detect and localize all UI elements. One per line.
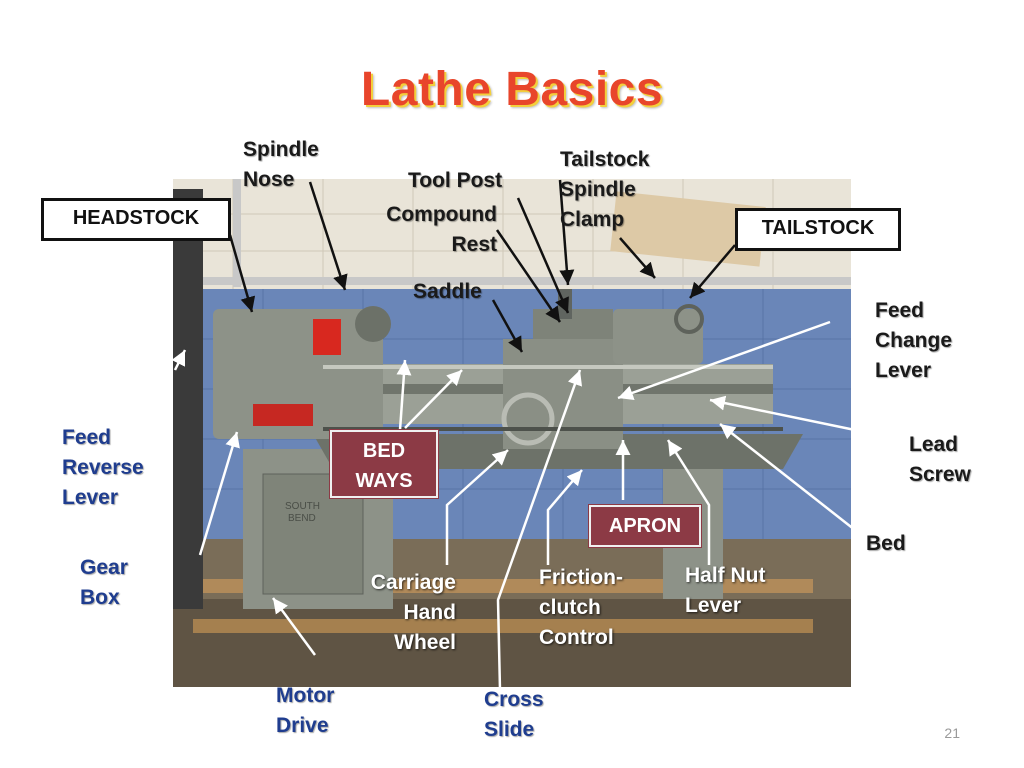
label-cross-line2: Slide bbox=[484, 718, 535, 741]
arrow-gear-box bbox=[198, 431, 240, 556]
label-tsc-line3: Clamp bbox=[560, 208, 625, 231]
label-fcl-line1: Feed bbox=[875, 299, 925, 322]
page-number: 21 bbox=[944, 725, 960, 741]
label-saddle: Saddle bbox=[413, 280, 482, 303]
label-tailstock-spindle-clamp: Tailstock Spindle Clamp bbox=[560, 145, 649, 235]
bed-ways-line1: BED bbox=[362, 440, 406, 462]
arrow-tailstock-clamp bbox=[619, 237, 656, 279]
label-bed: Bed bbox=[866, 532, 906, 555]
label-tsc-line1: Tailstock bbox=[560, 148, 650, 171]
label-motor-line1: Motor bbox=[276, 684, 335, 707]
arrow-bed-ways-1 bbox=[396, 359, 412, 431]
plate-text-2: BEND bbox=[288, 513, 316, 524]
label-hnl-line2: Lever bbox=[685, 594, 742, 617]
label-lead-screw: Lead Screw bbox=[909, 430, 971, 490]
label-cross-line1: Cross bbox=[484, 688, 544, 711]
label-spindle-nose: Spindle Nose bbox=[243, 135, 319, 195]
arrow-cross-slide bbox=[496, 369, 583, 691]
label-carriage-hand-wheel: Carriage Hand Wheel bbox=[352, 568, 456, 658]
label-fcl-line3: Lever bbox=[875, 359, 932, 382]
label-tsc-line2: Spindle bbox=[560, 178, 636, 201]
label-frl-line3: Lever bbox=[62, 486, 119, 509]
arrow-spindle-nose bbox=[308, 181, 348, 291]
label-spindle-nose-line1: Spindle bbox=[243, 138, 319, 161]
arrow-bed bbox=[719, 423, 856, 531]
arrow-headstock bbox=[228, 234, 256, 313]
arrow-bed-ways-2 bbox=[404, 369, 463, 429]
label-compound-line1: Compound bbox=[386, 203, 497, 226]
label-gearbox-line1: Gear bbox=[80, 556, 128, 579]
label-motor-drive: Motor Drive bbox=[276, 681, 334, 741]
label-spindle-nose-line2: Nose bbox=[243, 168, 295, 191]
apron-box: APRON bbox=[589, 505, 701, 547]
plate-text-1: SOUTH bbox=[285, 501, 320, 512]
arrow-lead-screw bbox=[709, 395, 856, 432]
label-chw-line1: Carriage bbox=[370, 571, 456, 594]
label-gearbox-line2: Box bbox=[80, 586, 120, 609]
arrow-feed-change-lever bbox=[617, 320, 831, 400]
arrow-friction-clutch bbox=[546, 469, 583, 565]
label-gear-box: Gear Box bbox=[80, 553, 128, 613]
label-compound-line2: Rest bbox=[451, 233, 497, 256]
label-frl-line2: Reverse bbox=[62, 456, 144, 479]
label-feed-reverse-lever: Feed Reverse Lever bbox=[62, 423, 144, 513]
arrow-compound-rest bbox=[495, 229, 562, 323]
label-hnl-line1: Half Nut bbox=[685, 564, 766, 587]
label-tool-post: Tool Post bbox=[408, 169, 503, 192]
arrow-tool-post-2 bbox=[558, 179, 575, 286]
label-fcc-line2: clutch bbox=[539, 596, 601, 619]
label-lead-line1: Lead bbox=[909, 433, 959, 456]
label-fcc-line3: Control bbox=[539, 626, 614, 649]
arrow-tool-post bbox=[516, 197, 570, 314]
label-frl-line1: Feed bbox=[62, 426, 112, 449]
label-lead-line2: Screw bbox=[909, 463, 971, 486]
arrow-carriage-wheel bbox=[445, 449, 509, 565]
arrow-half-nut bbox=[666, 439, 711, 565]
label-feed-change-lever: Feed Change Lever bbox=[875, 296, 952, 386]
label-chw-line3: Wheel bbox=[394, 631, 456, 654]
arrow-saddle bbox=[491, 299, 524, 353]
slide-title: Lathe Basics bbox=[360, 63, 664, 116]
arrow-tailstock bbox=[689, 244, 736, 299]
headstock-box: HEADSTOCK bbox=[41, 198, 231, 241]
label-motor-line2: Drive bbox=[276, 714, 329, 737]
arrow-feed-reverse bbox=[171, 349, 187, 371]
label-half-nut-lever: Half Nut Lever bbox=[685, 561, 766, 621]
bed-ways-box: BED WAYS bbox=[330, 430, 438, 498]
label-fcl-line2: Change bbox=[875, 329, 953, 352]
tailstock-box: TAILSTOCK bbox=[735, 208, 901, 251]
label-fcc-line1: Friction- bbox=[539, 566, 623, 589]
arrow-motor-drive bbox=[271, 597, 317, 656]
label-cross-slide: Cross Slide bbox=[484, 685, 544, 745]
label-chw-line2: Hand bbox=[403, 601, 457, 624]
label-compound-rest: Compound Rest bbox=[363, 200, 497, 260]
label-friction-clutch-control: Friction- clutch Control bbox=[539, 563, 623, 653]
bed-ways-line2: WAYS bbox=[355, 470, 413, 492]
